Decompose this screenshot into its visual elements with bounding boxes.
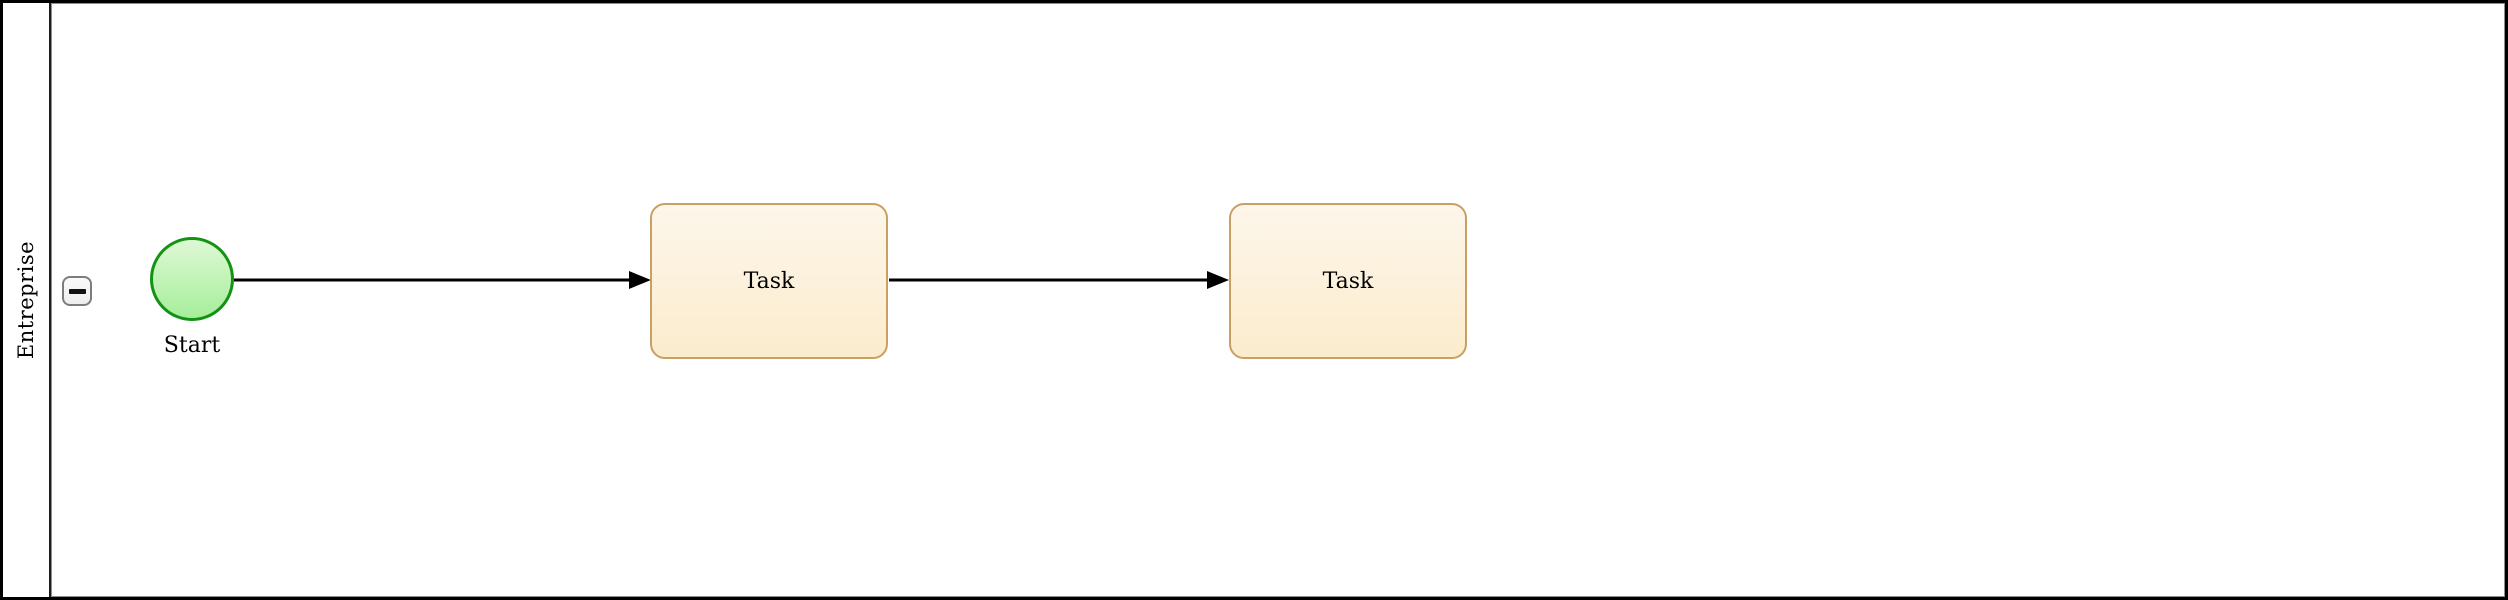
collapse-button[interactable] (62, 276, 92, 306)
lane-divider (49, 3, 51, 597)
pool-label: Entreprise (14, 240, 39, 360)
lane-body (51, 3, 2505, 597)
start-event-circle[interactable] (150, 237, 234, 321)
minus-icon (68, 288, 86, 294)
arrowhead-icon (1207, 271, 1229, 289)
task-node-1[interactable]: Task (650, 203, 888, 359)
pool-header-entreprise[interactable]: Entreprise (3, 3, 49, 597)
task-node-2[interactable]: Task (1229, 203, 1467, 359)
task-2-label: Task (1322, 268, 1374, 294)
arrowhead-icon (629, 271, 651, 289)
task-1-label: Task (743, 268, 795, 294)
start-event-label: Start (163, 333, 221, 358)
